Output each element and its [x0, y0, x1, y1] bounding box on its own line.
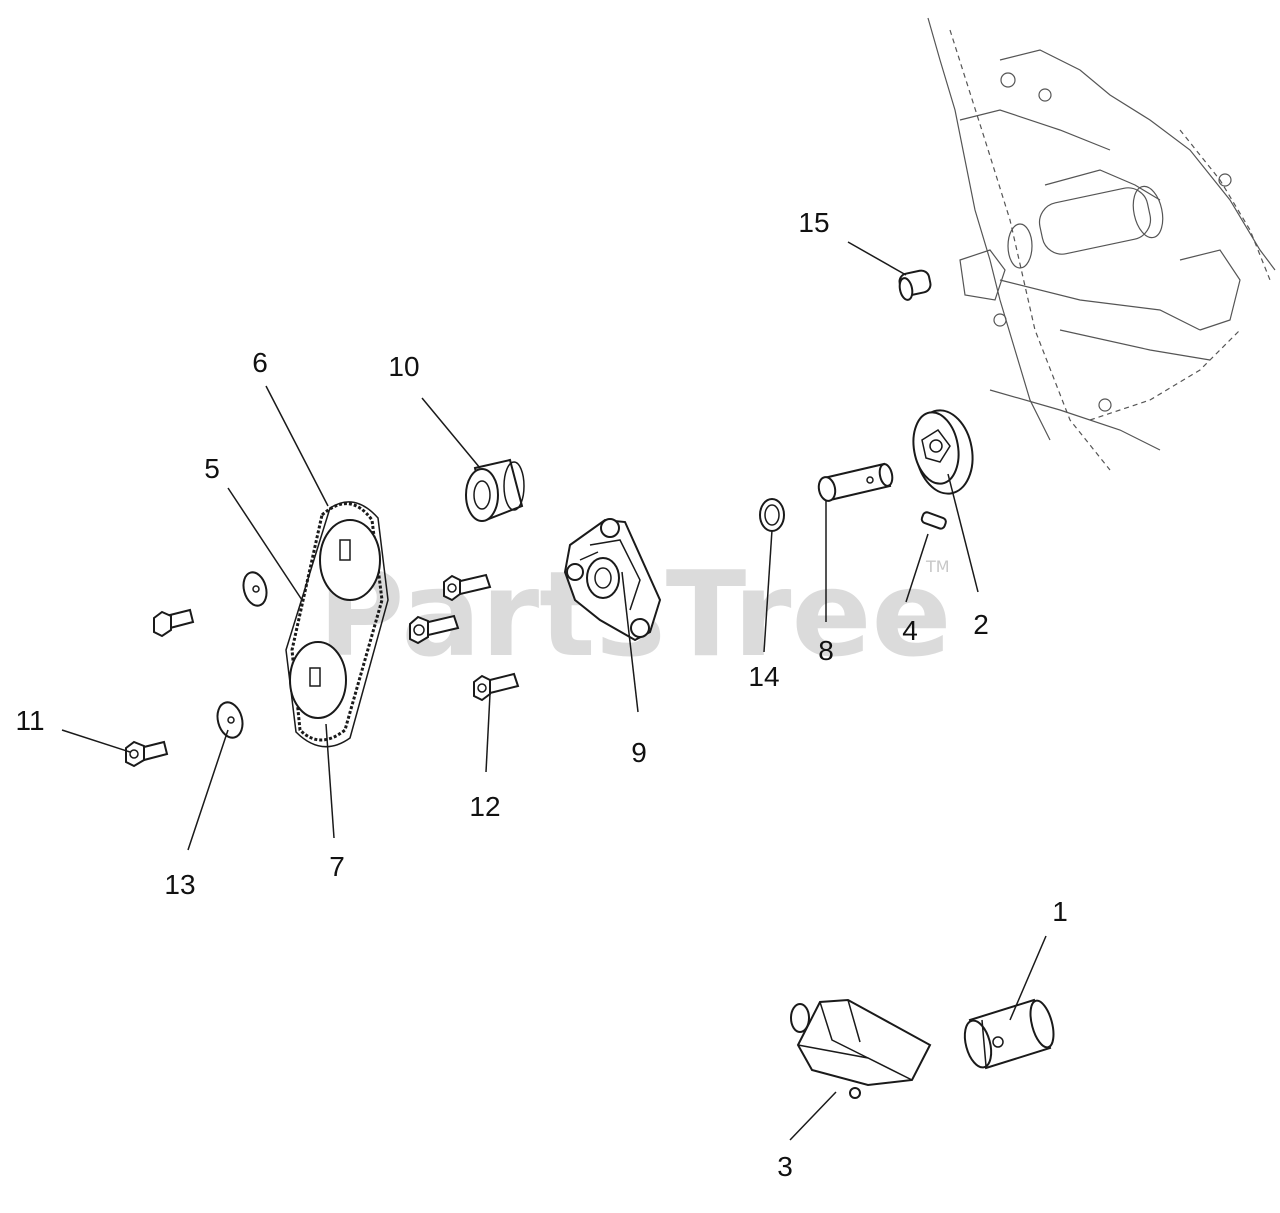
- leader-lines: [61, 241, 1047, 1141]
- bolt-lower: [473, 672, 520, 702]
- callout-13: 13: [164, 869, 195, 900]
- callout-10: 10: [388, 351, 419, 382]
- part-4-pin: [920, 511, 947, 530]
- engine-housing-outline: [927, 17, 1276, 471]
- callout-12: 12: [469, 791, 500, 822]
- leader-12: [485, 693, 491, 773]
- part-8-shaft: [817, 462, 894, 502]
- callout-7: 7: [329, 851, 345, 882]
- part-1-cylinder: [963, 998, 1055, 1070]
- callout-4: 4: [902, 615, 918, 646]
- part-15-sleeve: [898, 269, 932, 301]
- leader-14: [763, 529, 773, 653]
- leader-13: [187, 729, 229, 851]
- leader-4: [905, 533, 929, 603]
- part-6-7-chain-sprockets: [285, 501, 389, 748]
- leader-2: [947, 473, 979, 593]
- part-9-pump-cover: [563, 518, 662, 642]
- callout-labels: 15 10 6 5 11 13 7 12 9 14 8 4 2 1 3: [15, 207, 1067, 1182]
- callout-15: 15: [798, 207, 829, 238]
- leader-9: [621, 571, 639, 713]
- bolt-middle: [409, 614, 460, 645]
- part-11-bolt: [125, 740, 169, 768]
- callout-6: 6: [252, 347, 268, 378]
- bolt-left-upper: [153, 608, 195, 638]
- callout-14: 14: [748, 661, 779, 692]
- part-2-rotor: [912, 409, 974, 495]
- leader-5: [227, 487, 303, 601]
- callout-1: 1: [1052, 896, 1068, 927]
- watermark-trademark: TM: [925, 557, 950, 576]
- leader-7: [325, 723, 335, 839]
- callout-8: 8: [818, 635, 834, 666]
- part-13-washer: [216, 701, 244, 739]
- callout-2: 2: [973, 609, 989, 640]
- leader-11: [61, 729, 131, 753]
- lower-sprocket: [289, 641, 347, 719]
- part-5-washer: [242, 571, 268, 607]
- part-14-ring: [759, 498, 785, 532]
- callout-11: 11: [15, 705, 44, 736]
- part-10-spacer: [465, 458, 525, 522]
- leader-10: [421, 397, 481, 469]
- callout-5: 5: [204, 453, 220, 484]
- leader-3: [789, 1091, 837, 1141]
- bolt-upper: [443, 573, 492, 602]
- callout-3: 3: [777, 1151, 793, 1182]
- callout-9: 9: [631, 737, 647, 768]
- leader-15: [847, 241, 907, 276]
- part-12-bolts: [409, 573, 520, 702]
- part-3-pickup-screen: [790, 998, 932, 1099]
- leader-6: [265, 385, 329, 507]
- leader-1: [1009, 935, 1047, 1021]
